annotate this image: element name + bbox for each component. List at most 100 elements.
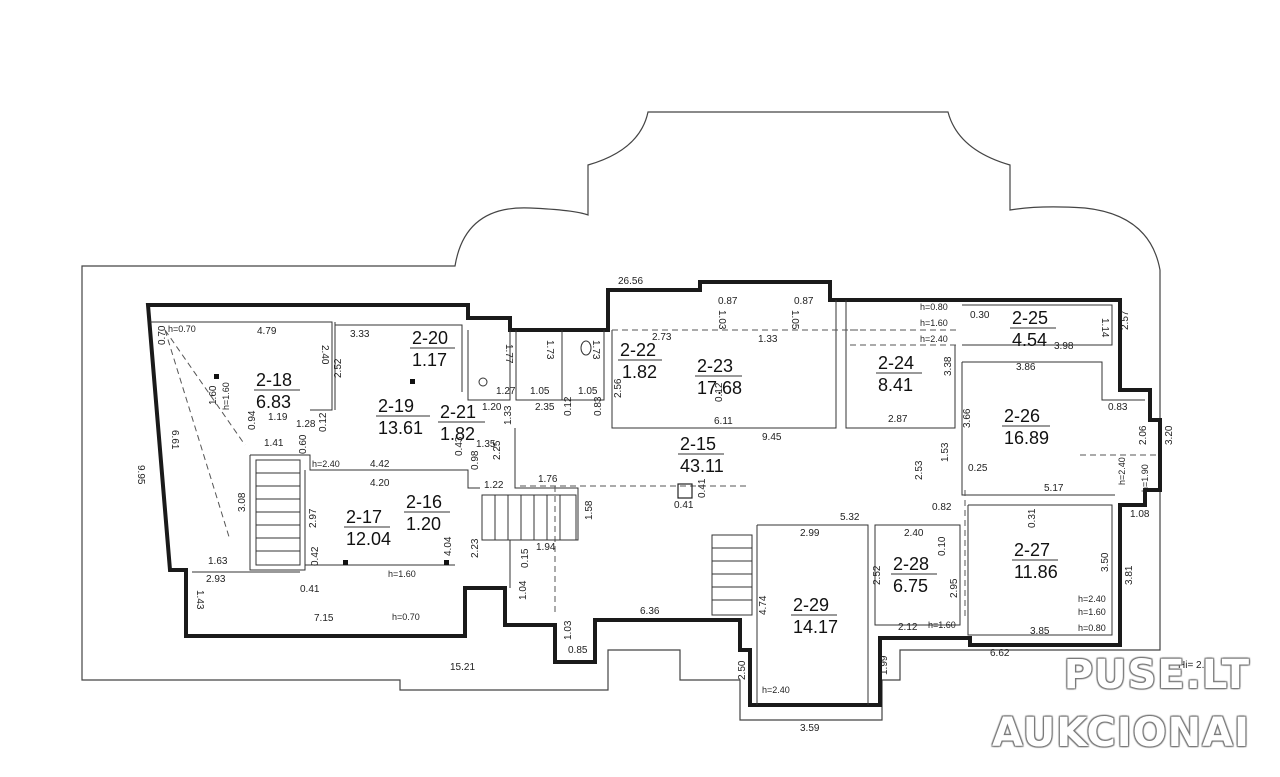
dim-label: 3.81 [1124,565,1135,585]
dim-label: 4.79 [257,326,277,337]
dim-label: 1.43 [194,590,205,610]
dim-label: 1.03 [563,620,574,640]
height-note: h=1.60 [388,569,416,579]
dim-label: 0.42 [310,546,321,566]
dim-label: 1.63 [208,556,228,567]
dim-label: 0.82 [932,502,952,513]
dim-label: 0.31 [1027,508,1038,528]
watermark-line-2: AUKCIONAI [992,710,1250,756]
dim-label: 3.86 [1016,362,1036,373]
dim-label: 3.20 [1164,425,1175,445]
dim-label: 3.59 [800,723,820,734]
height-note: h=2.40 [312,459,340,469]
stairs-left [255,459,301,566]
dim-label: 2.40 [319,345,330,365]
site-outline [81,111,1161,721]
height-note: h=0.70 [392,612,420,622]
room-2-26-area: 16.89 [1004,428,1049,448]
room-2-18-id: 2-18 [256,370,292,390]
stairs-center [481,494,577,541]
dim-label: 1.60 [208,385,219,405]
room-2-26-id: 2-26 [1004,406,1040,426]
room-2-25-area: 4.54 [1012,330,1047,350]
room-2-19-id: 2-19 [378,396,414,416]
dim-label: 2.52 [333,358,344,378]
room-2-27-area: 11.86 [1014,562,1058,582]
dim-label: 1.28 [296,419,316,430]
room-2-24-id: 2-24 [878,353,914,373]
column-dot-4 [444,560,449,565]
dim-label: 2.23 [470,538,481,558]
height-note: h=2.40 [920,334,948,344]
room-2-23-area: 17.68 [697,378,742,398]
dim-label: 2.73 [652,332,672,343]
room-label-underlines [254,327,1058,616]
height-note: h=1.90 [1140,464,1150,492]
dim-label: 0.98 [470,450,481,470]
dim-label: 4.74 [758,595,769,615]
dim-label: 1.53 [940,442,951,462]
room-2-21-id: 2-21 [440,402,476,422]
height-note: h=2.40 [762,685,790,695]
dim-label: 6.61 [169,430,180,450]
dim-label: 1.27 [496,386,516,397]
dim-label: 0.41 [674,500,694,511]
dim-label: 1.99 [879,655,890,675]
dim-label: 1.05 [530,386,550,397]
room-2-18-area: 6.83 [256,392,291,412]
room-labels: 2-18 6.83 2-19 13.61 2-20 1.17 2-21 1.82… [256,308,1058,637]
column-marker [677,483,693,499]
height-note: h=1.60 [928,620,956,630]
dim-label: 2.25 [492,440,503,460]
room-2-29-id: 2-29 [793,595,829,615]
dim-label: 0.12 [318,412,329,432]
dim-label: 0.15 [520,548,531,568]
dim-label: 2.50 [737,660,748,680]
dim-label: 2.12 [898,622,918,633]
dim-label: 5.17 [1044,483,1064,494]
room-2-27-id: 2-27 [1014,540,1050,560]
column-dot-1 [214,374,219,379]
dim-label: 0.83 [1108,402,1128,413]
room-2-22-id: 2-22 [620,340,656,360]
dim-label: 0.85 [568,645,588,656]
dim-label: 4.42 [370,459,390,470]
height-note: h=1.60 [221,382,231,410]
dim-label: 0.10 [937,536,948,556]
room-2-16-area: 1.20 [406,514,441,534]
column-dot-3 [343,560,348,565]
room-2-17-id: 2-17 [346,507,382,527]
dim-label: 0.41 [300,584,320,595]
dim-label: 1.03 [716,310,727,330]
dim-label: 1.73 [590,340,601,360]
dim-label: 2.93 [206,574,226,585]
room-2-15-area: 43.11 [680,456,724,476]
dim-label: 1.58 [584,500,595,520]
height-note: h=1.60 [920,318,948,328]
dim-label: 7.15 [314,613,334,624]
height-note: h=0.70 [168,324,196,334]
dim-label: 3.33 [350,329,370,340]
dim-label: 3.38 [943,356,954,376]
room-2-15-id: 2-15 [680,434,716,454]
room-2-28-area: 6.75 [893,576,928,596]
dim-label: 3.98 [1054,341,1074,352]
height-note: h=0.80 [1078,623,1106,633]
dim-label: 1.94 [536,542,556,553]
height-note: h=2.40 [1117,457,1127,485]
stairs-right [711,534,753,616]
dim-label: 1.22 [484,480,504,491]
height-notes: h=0.70 h=1.60 h=2.40 h=1.60 h=0.70 h=0.8… [168,302,1150,695]
dim-label: 2.53 [914,460,925,480]
dim-label: 2.57 [1120,310,1131,330]
dim-label: 1.35 [476,439,496,450]
room-2-16-id: 2-16 [406,492,442,512]
dim-label: 9.45 [762,432,782,443]
dim-label: 26.56 [618,276,643,287]
dim-label: 6.36 [640,606,660,617]
dim-label: 1.08 [1130,509,1150,520]
height-note: h=1.60 [1078,607,1106,617]
dim-label: 1.73 [544,340,555,360]
watermark-line-1: PUSE.LT [1063,652,1250,698]
dim-label: 3.66 [962,408,973,428]
